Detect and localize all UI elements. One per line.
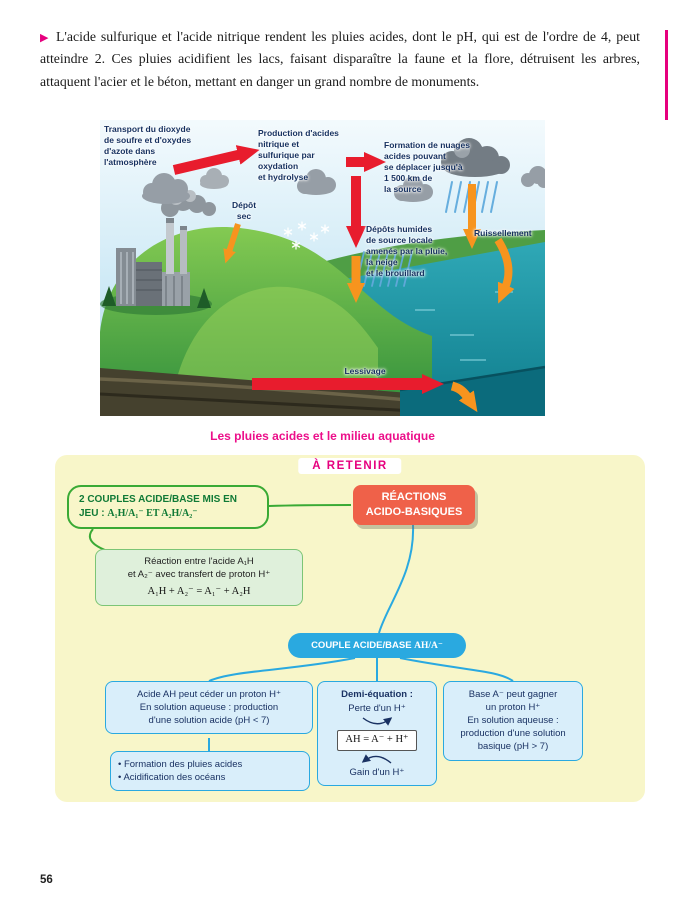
clouds xyxy=(142,138,545,204)
couples-node: 2 COUPLES ACIDE/BASE MIS EN JEU : A₁H/A₁… xyxy=(67,485,269,529)
acid-rain-illustration xyxy=(100,120,545,416)
connector-pill-acid xyxy=(208,657,356,682)
couple-pill-formula: AH/A⁻ xyxy=(414,641,443,651)
acid-box: Acide AH peut céder un proton H⁺ En solu… xyxy=(105,681,313,735)
reaction-text: Réaction entre l'acide A₁H et A₂⁻ avec t… xyxy=(127,556,271,580)
figure-label-formation: Formation de nuages acides pouvant se dé… xyxy=(384,140,470,195)
connector-couples-central xyxy=(268,504,352,507)
connector-pill-base xyxy=(399,657,514,682)
cloud-icon xyxy=(200,168,229,189)
concept-map-connectors xyxy=(89,504,514,751)
couple-pill-label: COUPLE ACIDE/BASE xyxy=(311,640,415,651)
figure-label-depot-sec: Dépôt sec xyxy=(231,200,257,222)
panel-title: À RETENIR xyxy=(298,458,402,474)
proton-loss-label: Perte d'un H⁺ xyxy=(348,703,406,715)
dry-deposit-arrow xyxy=(223,223,241,264)
figure-label-lessivage: Lessivage xyxy=(344,366,386,376)
arrows xyxy=(172,145,515,413)
transport-arrow xyxy=(172,145,260,175)
figure-label-ruissellement: Ruissellement xyxy=(474,228,532,238)
base-box: Base A⁻ peut gagner un proton H⁺ En solu… xyxy=(443,681,583,761)
figure-label-transport: Transport du dioxyde de soufre et d'oxyd… xyxy=(104,124,192,168)
figure-label-production: Production d'acides nitrique et sulfuriq… xyxy=(258,128,339,183)
soil-stratum-dark xyxy=(100,392,416,413)
cloud-icon xyxy=(521,166,545,188)
half-equation: AH = A⁻ + H⁺ xyxy=(337,730,417,751)
a-retenir-panel: À RETENIR 2 COUPLES ACIDE/BASE MIS EN JE… xyxy=(55,455,645,802)
soil-layer xyxy=(100,368,422,416)
central-node: RÉACTIONS ACIDO-BASIQUES xyxy=(353,485,475,525)
couple-pill: COUPLE ACIDE/BASE AH/A⁻ xyxy=(288,633,466,658)
cloud-icon xyxy=(142,173,190,204)
reaction-equation: A₁H + A₂⁻ = A₁⁻ + A₂H xyxy=(147,585,251,597)
reaction-box: Réaction entre l'acide A₁H et A₂⁻ avec t… xyxy=(95,549,303,606)
leaching-outflow-arrow xyxy=(450,381,478,413)
connector-couples-reaction xyxy=(89,528,106,551)
factory xyxy=(100,218,212,315)
margin-rule xyxy=(665,30,668,120)
gain-curve-arrow-icon xyxy=(361,753,392,764)
connector-central-pill xyxy=(378,524,415,634)
storm-cloud-icon xyxy=(441,138,510,177)
page-number: 56 xyxy=(40,874,53,886)
intro-paragraph: ▶L'acide sulfurique et l'acide nitrique … xyxy=(40,26,640,93)
paragraph-marker-icon: ▶ xyxy=(40,31,50,44)
couples-formula: A₁H/A₁⁻ ET A₂H/A₂⁻ xyxy=(107,508,198,519)
acid-rain-figure: Transport du dioxyde de soufre et d'oxyd… xyxy=(100,120,545,416)
perte-curve-arrow-icon xyxy=(362,717,393,726)
tree-icon xyxy=(197,288,211,308)
figure-label-depots-humides: Dépôts humides de source locale amenés p… xyxy=(366,224,448,279)
half-equation-box: Demi-équation : Perte d'un H⁺ AH = A⁻ + … xyxy=(317,681,437,786)
runoff-arrow xyxy=(494,237,515,304)
cloud-icon xyxy=(394,176,433,202)
couples-label: 2 COUPLES ACIDE/BASE MIS EN JEU : xyxy=(79,494,237,519)
consequences-box: • Formation des pluies acides • Acidific… xyxy=(110,751,310,792)
cloud-icon xyxy=(297,169,336,195)
half-equation-title: Demi-équation : xyxy=(341,689,413,700)
proton-gain-label: Gain d'un H⁺ xyxy=(349,766,405,778)
tree-icon xyxy=(102,286,116,306)
soil-stratum-light xyxy=(100,377,419,403)
intro-text: L'acide sulfurique et l'acide nitrique r… xyxy=(40,29,640,89)
figure-caption: Les pluies acides et le milieu aquatique xyxy=(210,429,435,443)
